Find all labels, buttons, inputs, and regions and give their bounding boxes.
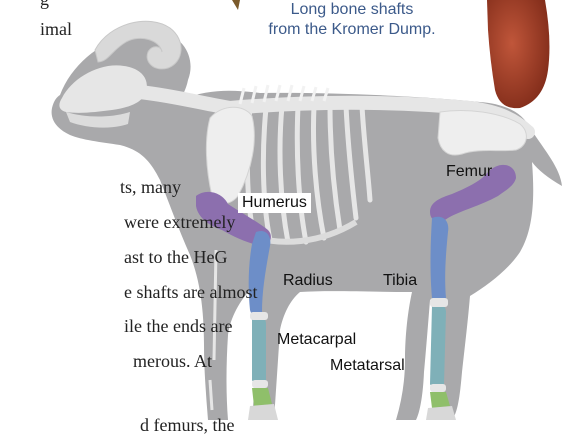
article-line: ts, many (120, 176, 181, 198)
caption-line-1: Long bone shafts (222, 0, 482, 20)
article-line: merous. At (133, 350, 212, 372)
caption-line-2: from the Kromer Dump. (222, 20, 482, 40)
label-tibia: Tibia (383, 272, 417, 290)
label-humerus: Humerus (238, 193, 311, 213)
article-line: g (40, 0, 49, 10)
article-line: d femurs, the (140, 414, 234, 436)
article-line: imal (40, 18, 72, 40)
article-line: ile the ends are (124, 315, 232, 337)
label-radius: Radius (283, 272, 333, 290)
article-line: were extremely (124, 211, 235, 233)
article-line: e shafts are almost (124, 281, 257, 303)
label-femur: Femur (446, 163, 492, 181)
label-metatarsal: Metatarsal (330, 357, 405, 375)
photo-caption: Long bone shafts from the Kromer Dump. (222, 0, 482, 40)
label-metacarpal: Metacarpal (277, 331, 356, 349)
article-line: ast to the HeG (124, 246, 227, 268)
